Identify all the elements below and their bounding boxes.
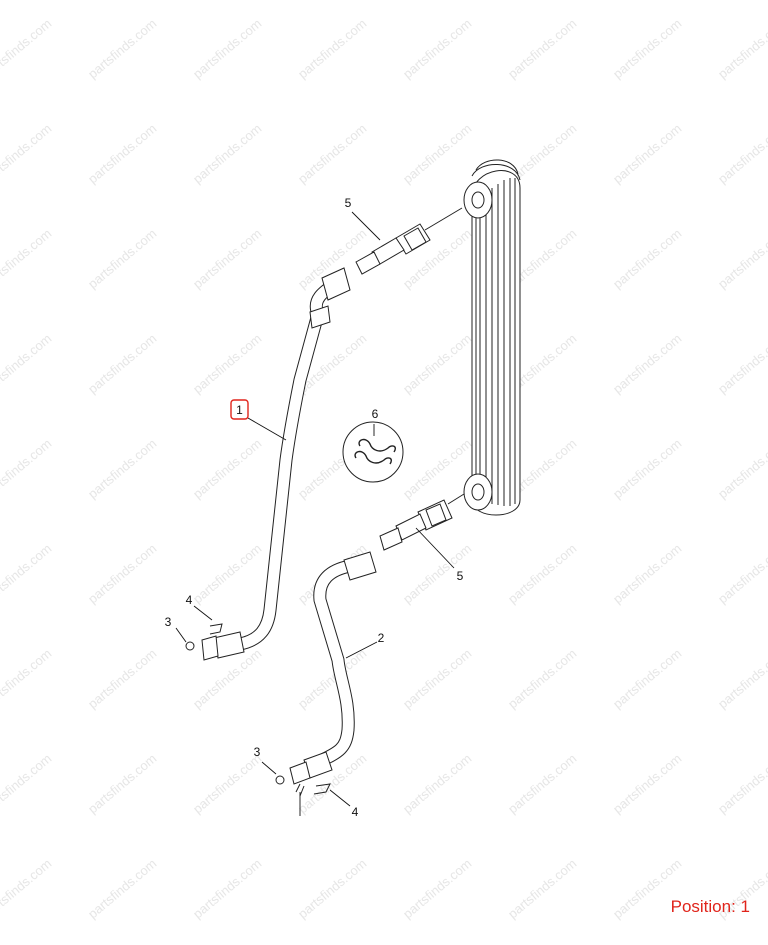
callout-4-lower[interactable]: 4 (352, 805, 359, 819)
clip-detail (342, 421, 404, 483)
callout-3-upper[interactable]: 3 (165, 615, 172, 629)
hose-2 (289, 551, 377, 785)
clamp-upper (185, 623, 223, 651)
lower-fitting (379, 493, 465, 551)
callout-6[interactable]: 6 (372, 407, 379, 421)
callout-5-lower[interactable]: 5 (457, 569, 464, 583)
callout-4-upper[interactable]: 4 (186, 593, 193, 607)
hose-1 (201, 267, 351, 661)
upper-fitting (355, 207, 463, 275)
leader-lines (175, 211, 455, 816)
callout-1-highlight (230, 399, 249, 420)
position-label: Position: 1 (670, 897, 750, 916)
callout-2[interactable]: 2 (378, 631, 385, 645)
oil-cooler (463, 159, 521, 516)
callout-3-lower[interactable]: 3 (254, 745, 261, 759)
callout-1[interactable]: 1 (236, 403, 243, 417)
callouts: 1 2 3 3 4 4 5 5 6 (165, 196, 464, 819)
clamp-lower (275, 775, 331, 797)
callout-5-upper[interactable]: 5 (345, 196, 352, 210)
